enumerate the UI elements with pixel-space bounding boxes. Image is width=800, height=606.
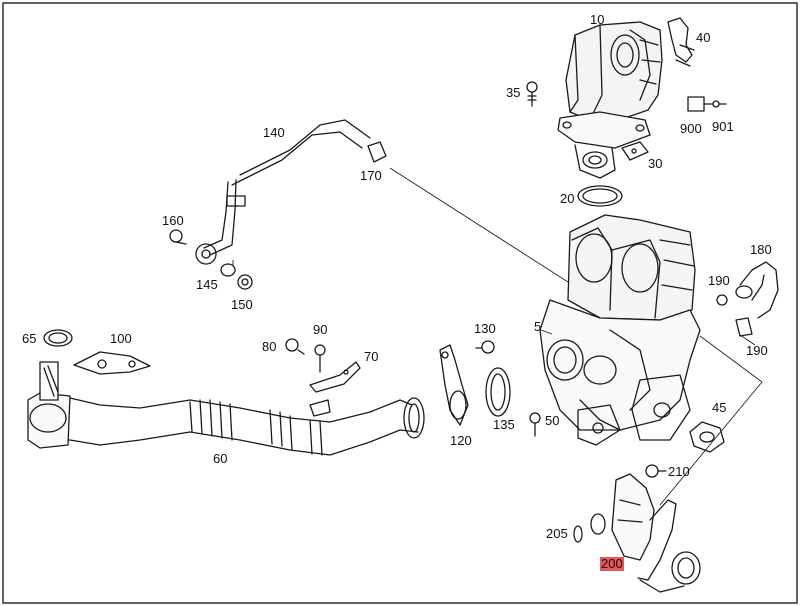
label-part-10: 10	[590, 12, 605, 27]
bolt-210	[645, 464, 667, 478]
stud-90	[314, 344, 326, 373]
label-part-100: 100	[110, 331, 132, 346]
label-part-50: 50	[545, 413, 560, 428]
bolt-50	[529, 412, 541, 437]
gasket-20	[577, 185, 623, 207]
bolt-160	[169, 229, 187, 245]
actuator-assembly-10	[557, 21, 663, 179]
bracket-100	[73, 351, 151, 375]
label-part-145: 145	[196, 277, 218, 292]
connector-900	[687, 96, 727, 112]
label-part-90: 90	[313, 322, 328, 337]
label-part-170: 170	[360, 168, 382, 183]
leader-lines	[232, 167, 763, 506]
label-part-80: 80	[262, 339, 277, 354]
label-part-5: 5	[534, 319, 542, 334]
egr-valve-200	[611, 473, 701, 593]
label-part-205: 205	[546, 526, 568, 541]
exhaust-pipe-60	[27, 361, 425, 456]
label-part-180: 180	[750, 242, 772, 257]
clamp-190	[735, 317, 753, 337]
label-part-150: 150	[231, 297, 253, 312]
clip-30	[621, 141, 649, 161]
clamp-170	[367, 141, 387, 163]
plug-150	[237, 274, 253, 290]
label-part-900: 900	[680, 121, 702, 136]
label-part-901: 901	[712, 119, 734, 134]
bracket-40	[667, 17, 695, 67]
label-part-30: 30	[648, 156, 663, 171]
label-part-60: 60	[213, 451, 228, 466]
hose-180	[735, 261, 779, 319]
label-part-120: 120	[450, 433, 472, 448]
label-part-200-highlighted[interactable]: 200	[600, 556, 624, 571]
label-part-70: 70	[364, 349, 379, 364]
bolt-80	[285, 338, 305, 355]
label-part-65: 65	[22, 331, 37, 346]
label-part-130: 130	[474, 321, 496, 336]
bracket-70	[309, 361, 361, 393]
egr-module-5	[539, 214, 701, 446]
label-part-160: 160	[162, 213, 184, 228]
label-part-135: 135	[493, 417, 515, 432]
bolt-130	[475, 340, 495, 354]
gasket-65	[43, 329, 73, 347]
nozzle-205	[573, 513, 606, 543]
ring-145	[220, 263, 236, 277]
label-part-190-lower: 190	[746, 343, 768, 358]
pipe-140	[195, 119, 371, 265]
ring-190	[716, 294, 728, 306]
gasket-45	[689, 421, 725, 453]
label-part-45: 45	[712, 400, 727, 415]
label-part-190-upper: 190	[708, 273, 730, 288]
label-part-210: 210	[668, 464, 690, 479]
label-part-35: 35	[506, 85, 521, 100]
bolt-35	[526, 81, 538, 107]
label-part-40: 40	[696, 30, 711, 45]
label-part-140: 140	[263, 125, 285, 140]
heat-shield-120	[439, 344, 469, 426]
label-part-20: 20	[560, 191, 575, 206]
gasket-135	[485, 367, 511, 417]
